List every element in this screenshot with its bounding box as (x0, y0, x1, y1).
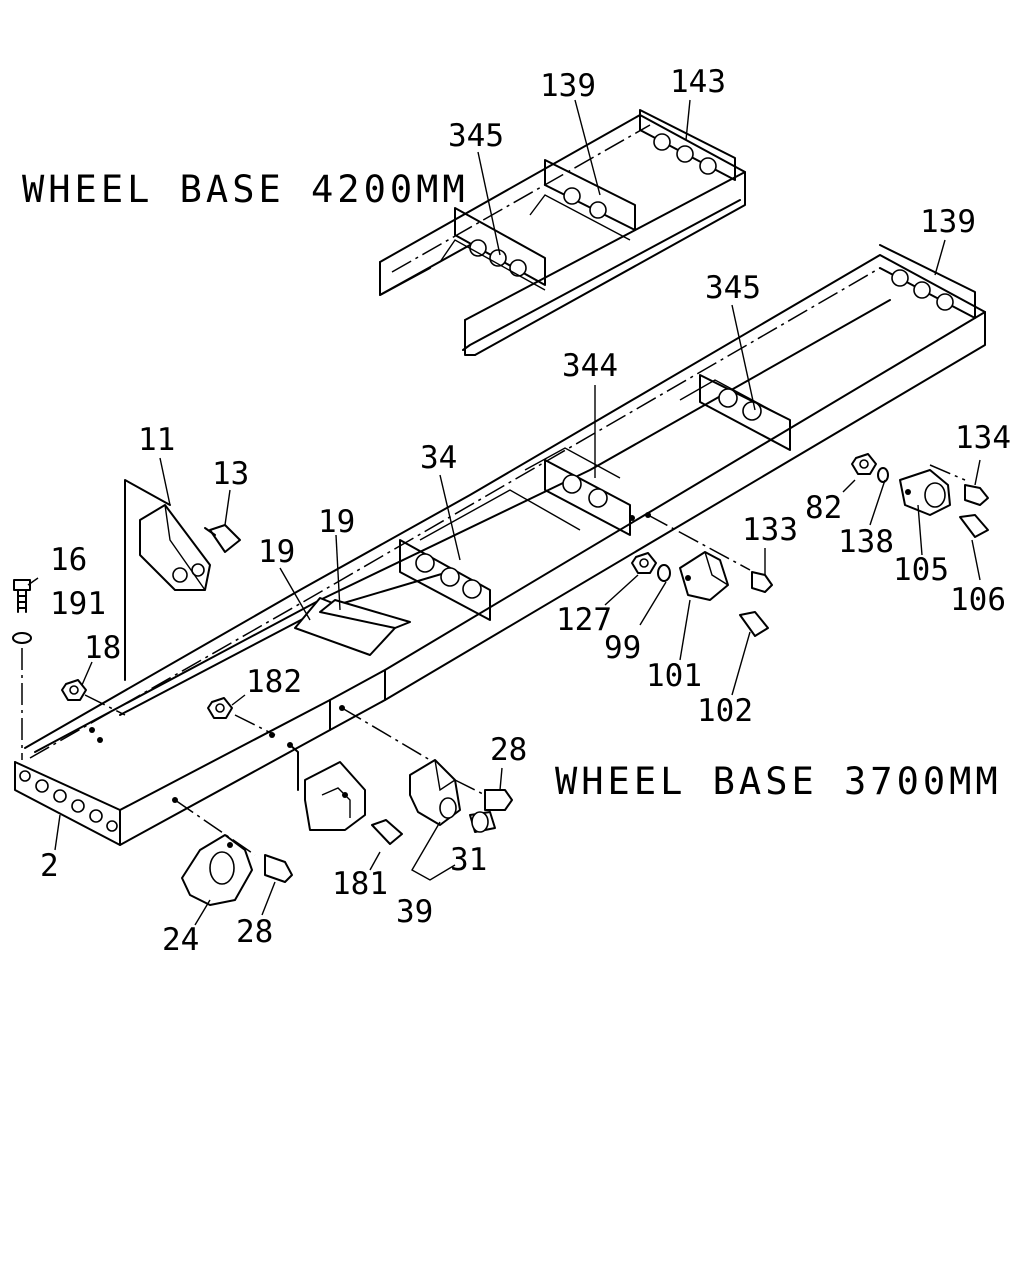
leader-nut-182 (234, 714, 276, 736)
washer-99 (657, 564, 671, 582)
callout-99: 99 (604, 630, 641, 666)
bolt-181 (371, 819, 403, 845)
callout-13: 13 (212, 456, 249, 492)
callout-19-right: 19 (318, 504, 355, 540)
callout-11: 11 (138, 422, 175, 458)
callout-101: 101 (646, 658, 702, 694)
bolt-102 (739, 611, 769, 637)
bushing-31 (469, 811, 496, 833)
nut-182 (207, 697, 233, 719)
callout-39: 39 (396, 894, 433, 930)
leader-lines (27, 99, 981, 926)
pin-28-bottom (264, 854, 293, 883)
callout-31: 31 (450, 842, 487, 878)
nut-82 (851, 453, 877, 475)
wheel-base-4200-title: WHEEL BASE 4200MM (22, 168, 469, 211)
callout-191: 191 (50, 586, 106, 622)
leader-bracket-11 (124, 479, 171, 681)
leader-nut-18 (84, 694, 126, 716)
callout-133: 133 (742, 512, 798, 548)
bracket-181 (304, 761, 366, 831)
bolt-13 (204, 524, 241, 553)
wheel-base-3700-title: WHEEL BASE 3700MM (555, 760, 1002, 803)
leader-spring-hanger (174, 799, 256, 856)
callout-24: 24 (162, 922, 199, 958)
callout-28-bottom: 28 (236, 914, 273, 950)
mount-105 (899, 469, 951, 516)
leader-mount-105 (929, 464, 966, 481)
spring-hanger-24 (181, 834, 253, 906)
callout-344: 344 (562, 348, 618, 384)
callout-139-top: 139 (540, 68, 596, 104)
washer-138 (877, 467, 889, 483)
bolt-106 (959, 514, 989, 538)
callout-143: 143 (670, 64, 726, 100)
callout-345-top: 345 (448, 118, 504, 154)
callout-82: 82 (805, 490, 842, 526)
leader-bracket (289, 744, 299, 791)
callout-34: 34 (420, 440, 457, 476)
bolt-16 (13, 579, 31, 613)
leader-mount-101 (647, 514, 751, 571)
bracket-11 (139, 504, 211, 591)
bolt-133 (751, 571, 773, 593)
washer-191 (12, 632, 32, 644)
frame-main-3700mm (14, 244, 986, 846)
leader-bracket-39 (341, 707, 431, 761)
pin-28-right (454, 779, 513, 811)
callout-102: 102 (697, 693, 753, 729)
nut-127 (631, 552, 657, 574)
bracket-39 (409, 759, 461, 826)
callout-138: 138 (838, 524, 894, 560)
callout-182: 182 (246, 664, 302, 700)
callout-16: 16 (50, 542, 87, 578)
callout-105: 105 (893, 552, 949, 588)
mount-101 (679, 551, 729, 601)
callout-181: 181 (332, 866, 388, 902)
callout-134: 134 (955, 420, 1011, 456)
nut-18 (61, 679, 87, 701)
callout-19-left: 19 (258, 534, 295, 570)
callout-28-right: 28 (490, 732, 527, 768)
callout-139-right: 139 (920, 204, 976, 240)
bolt-134 (964, 484, 989, 506)
callout-345-right: 345 (705, 270, 761, 306)
frame-section-4200mm (379, 109, 746, 356)
callout-106: 106 (950, 582, 1006, 618)
callout-18: 18 (84, 630, 121, 666)
callout-2: 2 (40, 848, 59, 884)
callout-127: 127 (556, 602, 612, 638)
